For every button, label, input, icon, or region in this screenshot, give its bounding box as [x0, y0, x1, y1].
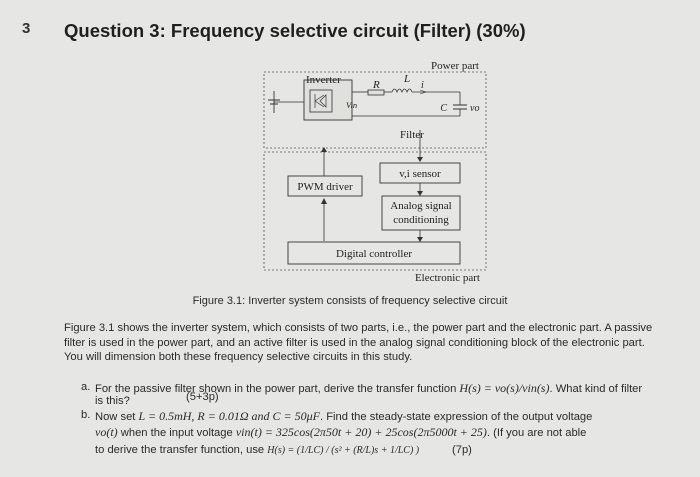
switch-icon — [309, 89, 333, 113]
pwm-up-arrow-head-icon — [321, 147, 327, 152]
current-arrow-icon — [419, 89, 427, 95]
electronic-part-label: Electronic part — [415, 272, 480, 284]
sense-arrow-head-icon — [417, 157, 423, 162]
l-label: L — [403, 73, 410, 85]
vo-label: vo — [470, 103, 479, 114]
sensor-to-analog-head-icon — [417, 191, 423, 196]
item-b-marker: b. — [81, 409, 91, 421]
page-number: 3 — [22, 20, 31, 37]
item-b-params: L = 0.5mH, R = 0.01Ω and C = 50μF — [138, 409, 320, 423]
digital-to-pwm-head-icon — [321, 198, 327, 204]
digital-controller-box — [287, 241, 461, 265]
r-label: R — [372, 79, 380, 91]
item-b-vin-expr: vin(t) = 325cos(2π50t + 20) + 25cos(2π50… — [235, 425, 487, 439]
inverter-box — [303, 79, 353, 121]
figure-caption: Figure 3.1: Inverter system consists of … — [192, 295, 508, 307]
vin-label: Vin — [346, 100, 357, 110]
power-part-label: Power part — [431, 60, 479, 72]
item-b-suffix: . Find the steady-state expression of th… — [319, 411, 593, 423]
item-b-line2: vo(t) when the input voltage vin(t) = 32… — [95, 425, 586, 440]
electronic-part-frame — [263, 151, 487, 271]
item-a-line2: is this? — [95, 395, 130, 407]
inverter-label: Inverter — [306, 74, 341, 86]
question-title: Question 3: Frequency selective circuit … — [64, 20, 526, 41]
item-b-mid: when the input voltage — [120, 427, 233, 439]
power-part-frame — [263, 71, 487, 149]
item-b-line3: to derive the transfer function, use H(s… — [95, 444, 419, 456]
i-label: i — [421, 80, 424, 91]
item-b-h-fallback: H(s) = (1/LC) / (s² + (R/L)s + 1/LC) ) — [267, 445, 420, 456]
pwm-box — [287, 175, 363, 197]
item-b-line3-text: to derive the transfer function, use — [95, 444, 265, 456]
filter-label: Filter — [400, 129, 424, 141]
sensor-label: v,i sensor — [399, 168, 441, 180]
item-a-text: For the passive filter shown in the powe… — [95, 383, 457, 395]
transistor-icon — [314, 94, 327, 108]
c-label: C — [440, 103, 447, 114]
inverter-figure: Power part Inverter Vin R L i C vo Filte… — [263, 60, 487, 284]
item-a-tf-formula: H(s) = vo(s)/vin(s) — [459, 381, 550, 395]
item-b-tail: . (If you are not able — [486, 427, 587, 439]
item-b-vo-t: vo(t) — [95, 425, 118, 439]
inductor-symbol — [391, 88, 413, 94]
digital-label: Digital controller — [336, 248, 412, 260]
item-b-line1: Now set L = 0.5mH, R = 0.01Ω and C = 50μ… — [95, 409, 592, 424]
item-a-tail: . What kind of filter — [549, 383, 643, 395]
resistor-symbol — [367, 89, 385, 96]
analog-label-line2: conditioning — [393, 214, 449, 226]
analog-box — [381, 195, 461, 231]
item-a-line1: For the passive filter shown in the powe… — [95, 381, 655, 396]
item-b-points: (7p) — [452, 444, 472, 456]
body-paragraph: Figure 3.1 shows the inverter system, wh… — [64, 322, 653, 364]
item-a-points: (5+3p) — [186, 391, 219, 403]
item-a-marker: a. — [81, 381, 91, 393]
pwm-label: PWM driver — [297, 181, 353, 193]
analog-label-line1: Analog signal — [390, 200, 451, 212]
item-b-prefix: Now set — [95, 411, 136, 423]
analog-to-digital-head-icon — [417, 237, 423, 242]
